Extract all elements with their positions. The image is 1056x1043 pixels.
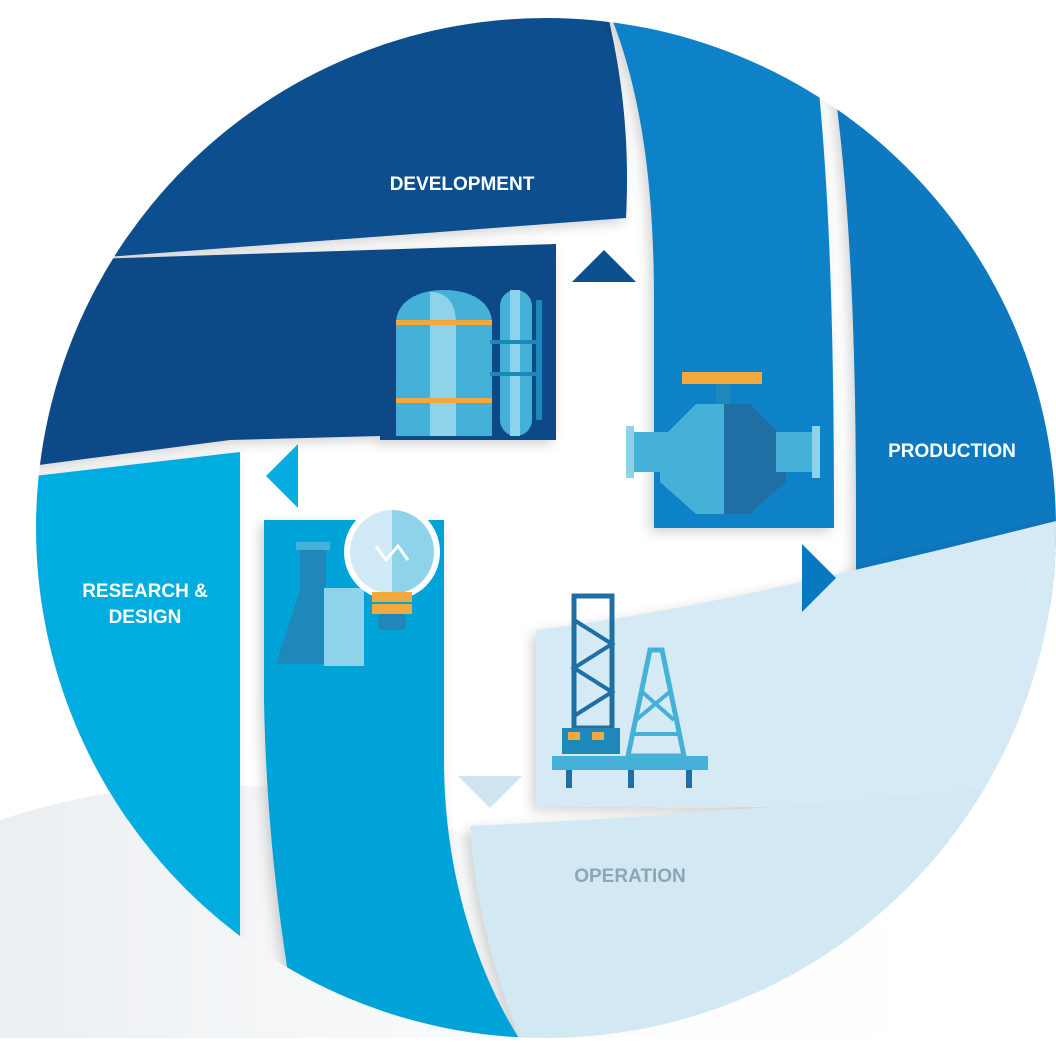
arrow-right-icon [802, 544, 836, 612]
operation-label: OPERATION [574, 866, 686, 887]
valve-pump-icon [626, 372, 820, 514]
arrow-down-icon [458, 776, 522, 808]
arrow-up-icon [572, 250, 636, 282]
development-segment [36, 18, 627, 470]
research-design-label-line2: DESIGN [109, 607, 182, 628]
production-segment [604, 18, 1056, 604]
research-design-label-line1: RESEARCH & [82, 581, 208, 602]
arrow-left-icon [266, 444, 298, 508]
production-label: PRODUCTION [888, 441, 1016, 462]
storage-tank-icon [396, 290, 542, 436]
oil-rig-icon [552, 593, 708, 788]
lab-flask-icon [276, 542, 364, 666]
light-bulb-icon [344, 504, 440, 630]
development-label: DEVELOPMENT [390, 174, 535, 195]
